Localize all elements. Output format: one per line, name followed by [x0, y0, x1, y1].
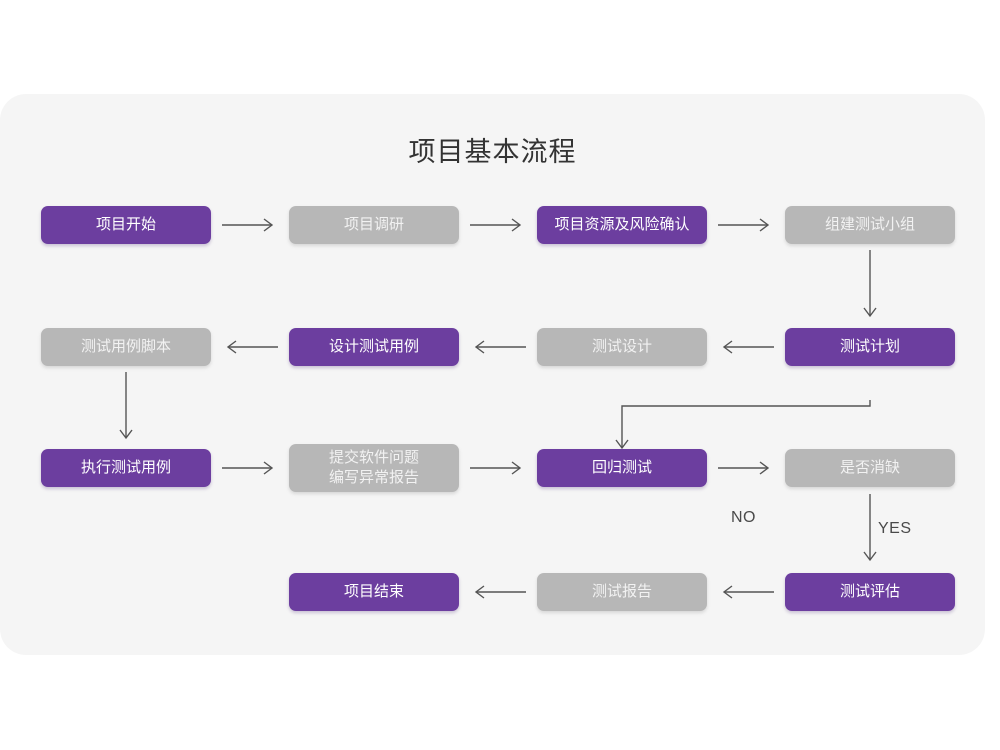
arrow-right-icon — [718, 218, 770, 232]
arrow-left-icon — [722, 340, 774, 354]
arrow-left-icon — [474, 585, 526, 599]
node-defect-cleared[interactable]: 是否消缺 — [785, 449, 955, 487]
arrow-left-icon — [226, 340, 278, 354]
arrow-right-icon — [470, 218, 522, 232]
node-test-plan[interactable]: 测试计划 — [785, 328, 955, 366]
node-test-case-script[interactable]: 测试用例脚本 — [41, 328, 211, 366]
flowchart-card: 项目基本流程 项目开始 项目调研 项目资源及风险确认 组建测试小组 测试用例脚本… — [0, 94, 985, 655]
node-regression-test[interactable]: 回归测试 — [537, 449, 707, 487]
node-execute-test-case[interactable]: 执行测试用例 — [41, 449, 211, 487]
arrow-right-icon — [222, 461, 274, 475]
arrow-right-icon — [222, 218, 274, 232]
page-title: 项目基本流程 — [408, 137, 577, 167]
node-build-test-team[interactable]: 组建测试小组 — [785, 206, 955, 244]
node-test-report[interactable]: 测试报告 — [537, 573, 707, 611]
node-test-evaluation[interactable]: 测试评估 — [785, 573, 955, 611]
arrow-down-icon — [863, 494, 877, 562]
edge-label-no: NO — [731, 509, 756, 526]
arrow-down-icon — [119, 372, 133, 440]
node-project-research[interactable]: 项目调研 — [289, 206, 459, 244]
edge-label-yes: YES — [878, 520, 912, 537]
arrow-left-icon — [474, 340, 526, 354]
node-test-design[interactable]: 测试设计 — [537, 328, 707, 366]
node-resource-risk-confirm[interactable]: 项目资源及风险确认 — [537, 206, 707, 244]
loop-back-arrow-icon — [615, 400, 871, 450]
arrow-right-icon — [470, 461, 522, 475]
node-submit-issue-report[interactable]: 提交软件问题 编写异常报告 — [289, 444, 459, 492]
node-project-end[interactable]: 项目结束 — [289, 573, 459, 611]
node-project-start[interactable]: 项目开始 — [41, 206, 211, 244]
arrow-left-icon — [722, 585, 774, 599]
arrow-right-icon — [718, 461, 770, 475]
node-design-test-case[interactable]: 设计测试用例 — [289, 328, 459, 366]
arrow-down-icon — [863, 250, 877, 318]
